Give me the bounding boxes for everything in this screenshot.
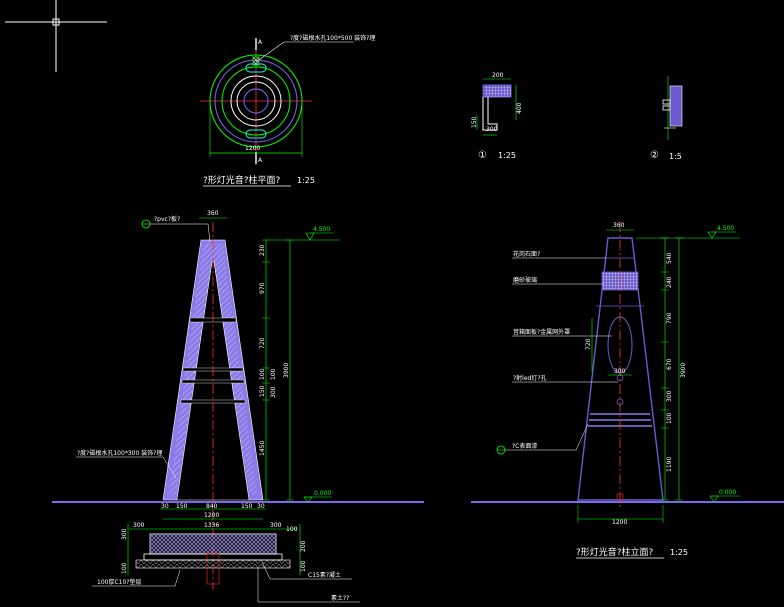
elev-dim-6: 1190 bbox=[666, 457, 673, 472]
detail1-dim-top: 200 bbox=[492, 72, 504, 79]
elev-level-top: 4.500 bbox=[717, 225, 734, 232]
crosshair-cursor-icon bbox=[5, 0, 107, 72]
section-view: ?pvc?板? 360 ?度?磁根水孔100*300 装饰?理 4.500 0.… bbox=[52, 210, 424, 603]
section-level-top: 4.500 bbox=[313, 226, 330, 233]
section-bdim3-0: 300 bbox=[133, 522, 145, 529]
foundation-dim-right-1: 200 bbox=[300, 540, 307, 552]
section-inner-dim-1: 300 bbox=[270, 386, 277, 398]
section-mark-bottom: A bbox=[258, 157, 263, 164]
plan-annotation: ?度?磁根水孔100*500 装饰?理 bbox=[290, 34, 375, 42]
section-inner-dim-0: 100 bbox=[270, 368, 277, 380]
section-dim-1: 970 bbox=[259, 282, 266, 294]
detail-1: 200 400 150 300 ① 1:25 bbox=[471, 72, 523, 161]
elev-total-height: 3900 bbox=[680, 363, 687, 378]
elev-dim-4: 300 bbox=[666, 390, 673, 402]
foundation-dim-left-0: 300 bbox=[121, 528, 128, 540]
elev-bottom-dim: 1200 bbox=[612, 519, 627, 526]
detail1-scale: 1:25 bbox=[498, 151, 516, 160]
elev-label-1: 磨砂玻璃 bbox=[513, 276, 537, 284]
elevation-view: 360 花岗石面? 磨砂玻璃 音箱面板?金属网外罩 ?射led灯?孔 ?C表面漆… bbox=[471, 222, 784, 559]
elev-dim-5: 100 bbox=[666, 412, 673, 424]
elev-label-2: 音箱面板?金属网外罩 bbox=[513, 328, 570, 336]
section-total-height: 3900 bbox=[283, 363, 290, 378]
elev-label-0: 花岗石面? bbox=[513, 250, 540, 258]
plan-title: ?形灯光音?柱平面? bbox=[203, 174, 281, 186]
elev-top-dim: 360 bbox=[613, 222, 625, 229]
detail1-dim-bottom: 300 bbox=[486, 126, 498, 133]
elev-title: ?形灯光音?柱立面? bbox=[576, 546, 654, 558]
detail-2: ② 1:5 bbox=[650, 76, 683, 161]
foundation-label-0: 100厚C10?垫层 bbox=[97, 578, 141, 586]
plan-scale: 1:25 bbox=[297, 176, 315, 185]
section-top-callout: ?pvc?板? bbox=[154, 215, 180, 223]
foundation-dim-right-0: 100 bbox=[286, 526, 298, 533]
section-dim-5: 1450 bbox=[259, 441, 266, 456]
elev-inner-dim-1: 300 bbox=[614, 368, 626, 375]
elev-scale: 1:25 bbox=[670, 548, 688, 557]
section-top-dim: 360 bbox=[207, 210, 219, 217]
plan-width-dim: 1200 bbox=[245, 145, 260, 152]
detail2-scale: 1:5 bbox=[669, 152, 682, 161]
elev-label-3: ?射led灯?孔 bbox=[513, 374, 547, 382]
section-dim-2: 720 bbox=[259, 337, 266, 349]
section-dim-0: 230 bbox=[259, 244, 266, 256]
detail1-dim-right: 400 bbox=[516, 102, 523, 114]
plan-view: A A ?度?磁根水孔100*500 装饰?理 1200 ?形灯光音?柱平面? … bbox=[200, 34, 375, 187]
section-side-annotation: ?度?磁根水孔100*300 装饰?理 bbox=[77, 449, 162, 457]
foundation-dim-left-1: 100 bbox=[121, 562, 128, 574]
section-bdim3-2: 300 bbox=[270, 522, 282, 529]
section-dim-3: 100 bbox=[259, 368, 266, 380]
section-mark-top: A bbox=[258, 39, 263, 46]
foundation-label-2: 素土?? bbox=[331, 594, 349, 602]
elev-dim-2: 790 bbox=[666, 312, 673, 324]
section-bdim3-1: 1336 bbox=[204, 522, 219, 529]
elev-dim-0: 540 bbox=[666, 252, 673, 264]
section-dim-4: 150 bbox=[259, 385, 266, 397]
section-level-ground: 0.000 bbox=[314, 490, 331, 497]
section-bdim-2: 840 bbox=[206, 503, 218, 510]
section-bdim-3: 150 bbox=[241, 503, 253, 510]
foundation-dim-right-2: 100 bbox=[300, 560, 307, 572]
elev-dim-1: 240 bbox=[666, 276, 673, 288]
section-bdim-1: 150 bbox=[176, 503, 188, 510]
foundation-label-1: C15素?凝土 bbox=[308, 571, 341, 579]
detail1-label: ① bbox=[478, 150, 487, 161]
elev-label-4: ?C表面漆 bbox=[512, 442, 537, 450]
section-bdim2-0: 1200 bbox=[204, 512, 219, 519]
detail1-dim-left: 150 bbox=[471, 116, 478, 128]
elev-level-ground: 0.000 bbox=[719, 489, 736, 496]
elev-dim-3: 670 bbox=[666, 358, 673, 370]
elev-inner-dim-0: 720 bbox=[585, 338, 592, 350]
detail2-label: ② bbox=[650, 150, 659, 161]
section-bdim-4: 30 bbox=[257, 503, 265, 510]
section-bdim-0: 30 bbox=[161, 503, 169, 510]
